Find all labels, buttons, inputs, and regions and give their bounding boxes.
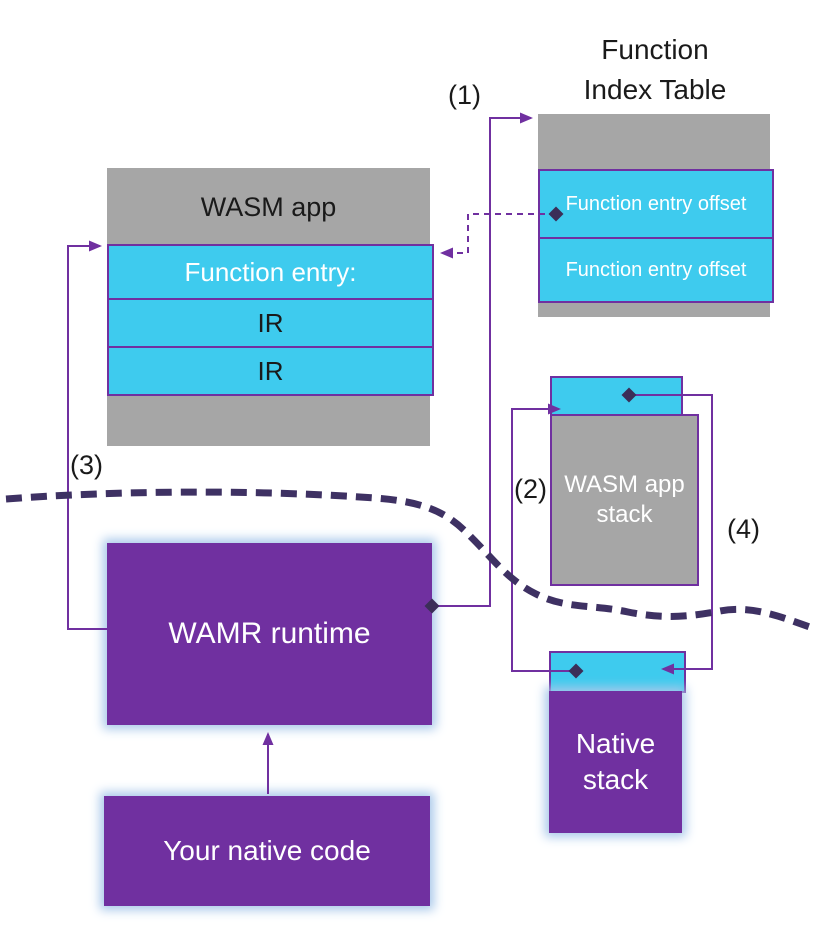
ir-row-1: IR [107,298,434,348]
function-entry-offset-row-1: Function entry offset [538,169,774,239]
step-label-2: (2) [514,474,547,504]
connector-1-runtime-to-index-table [424,112,533,614]
wasm-app-box: WASM app Function entry: IR IR [107,168,434,446]
native-stack-box: Native stack [549,651,686,833]
fit-gray-top-section [538,114,770,171]
wasm-app-stack-box: WASM app stack [550,376,699,586]
wasm-app-stack-top-strip [550,376,683,416]
step-label-4: (4) [727,514,760,544]
fit-gray-bottom-section [538,303,770,317]
step-label-1: (1) [448,80,481,110]
wamr-runtime-box: WAMR runtime [107,543,432,725]
function-index-table-box: Function entry offset Function entry off… [538,114,774,317]
native-stack-label: Native stack [549,691,682,833]
connector-3-runtime-to-wasm-app [67,240,107,630]
native-stack-top-strip [549,651,686,693]
function-entry-row: Function entry: [107,244,434,300]
function-entry-offset-row-2: Function entry offset [538,237,774,303]
wasm-app-stack-label: WASM app stack [550,414,699,586]
step-label-3: (3) [70,450,103,480]
your-native-code-box: Your native code [104,796,430,906]
ir-row-2: IR [107,346,434,396]
wasm-app-title: WASM app [107,168,430,246]
function-index-table-title: Function Index Table [583,34,727,105]
wasm-app-bottom-section [107,396,430,446]
